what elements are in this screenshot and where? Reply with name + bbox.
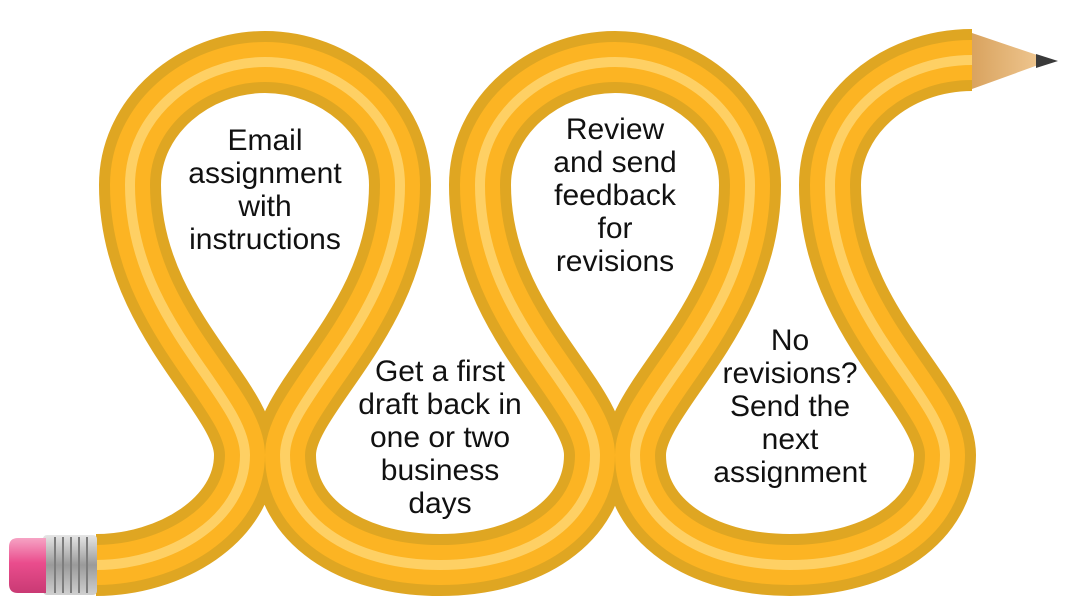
step-text-line: Review: [565, 113, 665, 146]
pencil-eraser: [9, 538, 46, 593]
step-text-line: next: [761, 423, 819, 456]
step-text-line: Send the: [729, 390, 851, 423]
step-text-line: instructions: [189, 223, 341, 256]
step-text-line: feedback: [554, 179, 676, 212]
step-text-line: assignment: [713, 456, 867, 489]
step-text-line: No: [770, 324, 810, 357]
pencil-end: [9, 535, 97, 595]
pencil-tip: [972, 33, 1058, 89]
step-text-line: one or two: [369, 421, 511, 454]
step-text-line: draft back in: [358, 388, 522, 421]
pencil-tip-wood: [972, 33, 1052, 89]
step-text-line: business: [380, 454, 500, 487]
pencil-body-highlight: [95, 55, 973, 570]
step-text-line: with: [238, 190, 292, 223]
step-text-line: and send: [553, 146, 677, 179]
step-text-line: assignment: [188, 157, 342, 190]
step-text-line: days: [408, 487, 472, 520]
step-text-line: revisions: [555, 245, 675, 278]
step-text-line: Email: [227, 124, 303, 157]
step-text-line: Get a first: [374, 355, 506, 388]
pencil-tip-lead: [1036, 54, 1058, 68]
pencil-ferrule-ridges: [54, 537, 88, 593]
step-text-line: revisions?: [722, 357, 858, 390]
step-text-line: for: [597, 212, 633, 245]
